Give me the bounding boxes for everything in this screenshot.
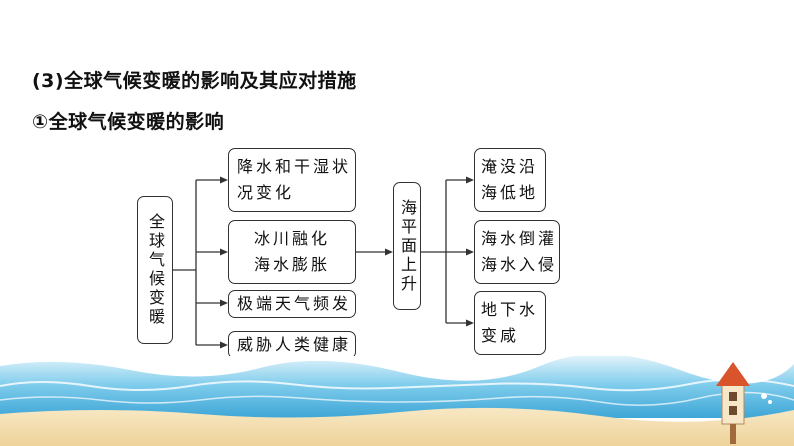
- consequence-node-text: 地下水: [481, 299, 539, 319]
- effect-node-text: 降水和干湿状: [237, 156, 352, 176]
- effect-node-glacier: 冰川融化 海水膨胀: [228, 220, 356, 284]
- beach-decoration: [0, 356, 794, 446]
- consequence-node-text: 海水入侵: [481, 255, 558, 274]
- consequence-node-text: 变咸: [481, 326, 520, 345]
- root-node: 全球气候变暖: [137, 196, 173, 344]
- effect-node-health: 威胁人类健康: [228, 331, 356, 359]
- effect-node-extreme-weather: 极端天气频发: [228, 290, 356, 318]
- root-node-label: 全球气候变暖: [146, 213, 165, 327]
- effect-node-text: 极端天气频发: [237, 293, 352, 313]
- consequence-node-text: 海低地: [481, 183, 539, 202]
- effect-node-text: 况变化: [237, 183, 295, 202]
- consequence-node-text: 海水倒灌: [481, 228, 558, 248]
- sea-level-rise-label: 海平面上升: [398, 198, 417, 294]
- consequence-node-groundwater: 地下水 变咸: [474, 291, 546, 355]
- house-illustration: [716, 362, 772, 444]
- consequence-node-lowland: 淹没沿 海低地: [474, 148, 546, 212]
- effect-node-precipitation: 降水和干湿状 况变化: [228, 148, 356, 212]
- consequence-node-text: 淹没沿: [481, 156, 539, 176]
- effect-node-text: 冰川融化: [253, 228, 330, 248]
- effect-node-text: 威胁人类健康: [237, 334, 352, 354]
- section-heading: (3)全球气候变暖的影响及其应对措施: [32, 70, 357, 92]
- subsection-heading: ①全球气候变暖的影响: [32, 111, 225, 133]
- sea-level-rise-node: 海平面上升: [393, 182, 421, 310]
- effect-node-text: 海水膨胀: [253, 255, 330, 274]
- consequence-node-seawater: 海水倒灌 海水入侵: [474, 220, 560, 284]
